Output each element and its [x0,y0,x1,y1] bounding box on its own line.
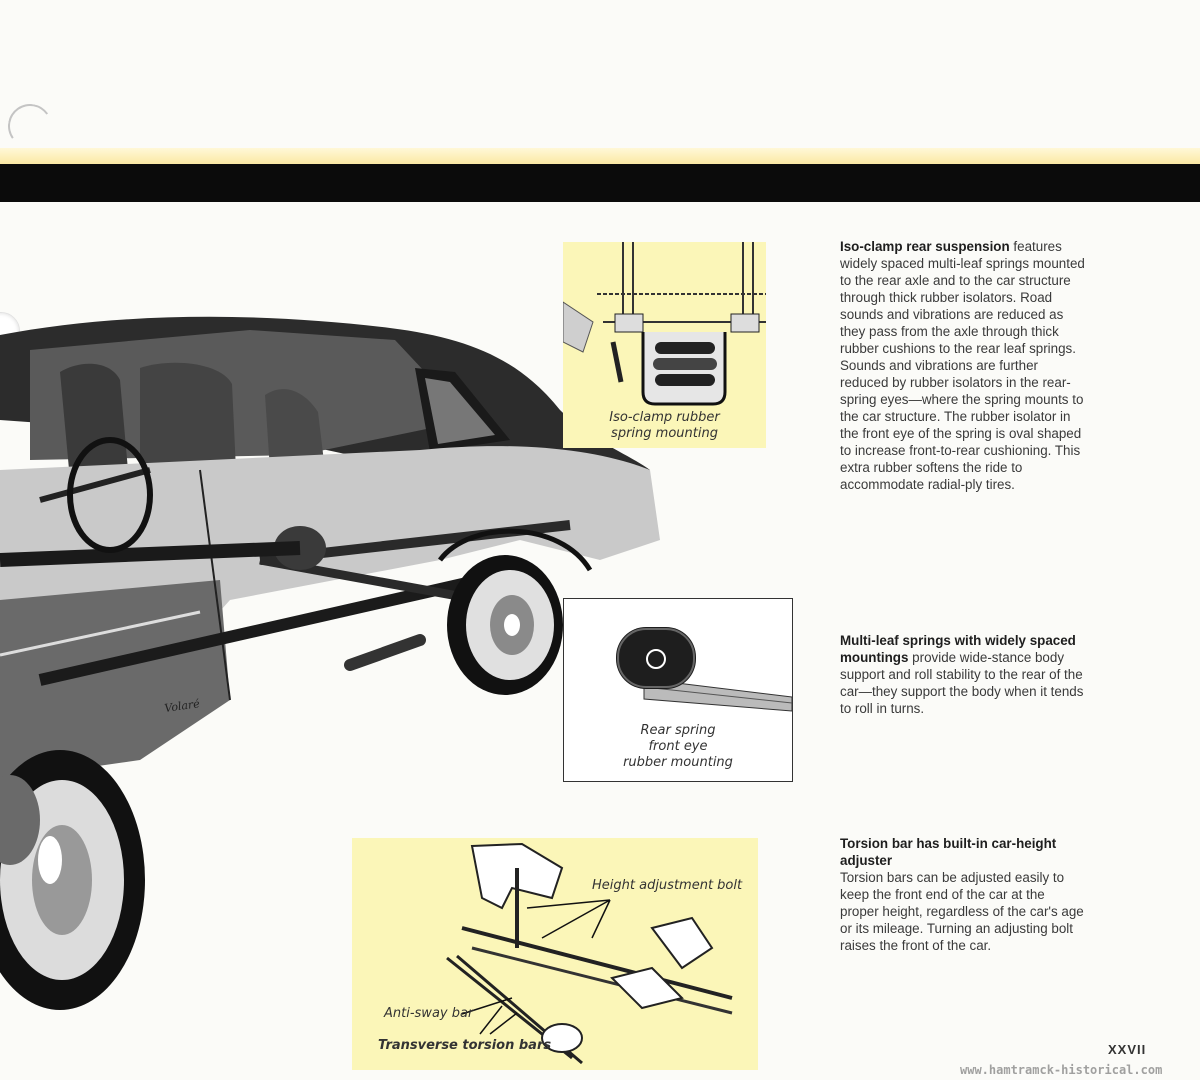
feature-torsion-bar-body: Torsion bars can be adjusted easily to k… [840,870,1084,953]
anti-sway-bar-label: Anti-sway bar [384,1006,474,1021]
page-number: XXVII [1108,1042,1147,1057]
torsion-bar-diagram: Height adjustment bolt Anti-sway bar Tra… [352,838,758,1070]
iso-clamp-caption-line2: spring mounting [611,426,718,441]
feature-multi-leaf-title: Multi-leaf springs with widely spaced mo… [840,633,1076,665]
feature-torsion-bar: Torsion bar has built-in car-height adju… [840,835,1086,954]
feature-iso-clamp: Iso-clamp rear suspension features widel… [840,238,1086,493]
feature-torsion-bar-title: Torsion bar has built-in car-height adju… [840,836,1057,868]
header-yellow-strip [0,148,1200,164]
feature-multi-leaf-body: provide wide-stance body support and rol… [840,650,1084,716]
feature-iso-clamp-body: features widely spaced multi-leaf spring… [840,239,1085,492]
iso-clamp-diagram: Iso-clamp rubber spring mounting [562,242,768,448]
rear-eye-caption-line1: Rear spring [640,723,716,738]
header-black-band [0,164,1200,202]
height-adjustment-bolt-label: Height adjustment bolt [592,878,743,893]
svg-text:Volaré: Volaré [164,697,201,715]
rear-eye-caption-line2: front eye [648,739,708,754]
feature-multi-leaf: Multi-leaf springs with widely spaced mo… [840,632,1086,717]
feature-iso-clamp-title: Iso-clamp rear suspension [840,239,1010,254]
source-watermark: www.hamtramck-historical.com [960,1063,1163,1077]
corner-curl-mark [4,100,56,152]
transverse-torsion-bars-label: Transverse torsion bars [378,1038,552,1053]
car-cutaway-illustration: Volaré [0,316,660,1010]
rear-eye-caption-line3: rubber mounting [623,755,733,770]
iso-clamp-caption-line1: Iso-clamp rubber [609,410,720,425]
rear-spring-eye-diagram: Rear spring front eye rubber mounting [563,598,793,782]
